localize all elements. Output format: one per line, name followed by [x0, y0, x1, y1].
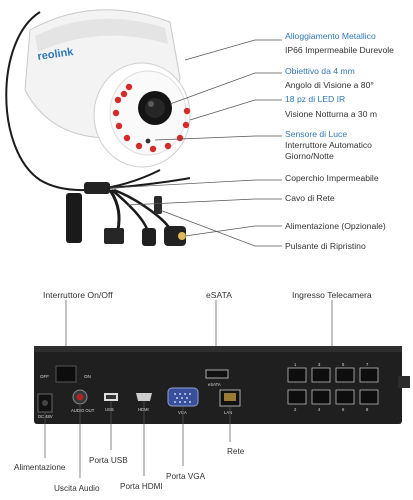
camera-cable: [5, 11, 161, 191]
panel-usb: USB: [105, 407, 114, 412]
feature-desc-housing: IP66 Impermeabile Durevole: [285, 45, 394, 55]
light-sensor: [145, 138, 151, 144]
power-switch: [55, 365, 77, 383]
feature-desc-ir-led: Visione Notturna a 30 m: [285, 109, 378, 119]
nvr-label-usb: Porta USB: [89, 456, 128, 465]
panel-lan: LAN: [224, 410, 232, 415]
panel-dc: DC 48V: [38, 414, 53, 419]
nvr-label-hdmi: Porta HDMI: [120, 482, 163, 491]
feature-title-housing: Alloggiamento Metallico: [285, 31, 376, 41]
network-connector: [104, 228, 124, 244]
poe-number-6: 6: [342, 407, 345, 412]
power-connector: [164, 226, 186, 246]
waterproof-cap: [66, 193, 82, 243]
panel-vga: VGA: [178, 410, 187, 415]
camera-illustration: reolink: [5, 9, 282, 247]
poe-number-3: 3: [318, 362, 321, 367]
nvr-label-power: Alimentazione: [14, 463, 66, 472]
poe-number-8: 8: [366, 407, 369, 412]
panel-off: OFF: [40, 374, 49, 379]
panel-hdmi: HDMI: [138, 407, 149, 412]
nvr-label-audio-out: Uscita Audio: [54, 484, 100, 493]
poe-number-5: 5: [342, 362, 345, 367]
reset-button: [154, 196, 162, 214]
nvr-label-power-switch: Interruttore On/Off: [43, 290, 113, 300]
feature-title-ir-led: 18 pz di LED IR: [285, 94, 346, 104]
panel-esata: eSATA: [208, 382, 221, 387]
nvr-label-camera-input: Ingresso Telecamera: [292, 290, 372, 300]
camera-brand: reolink: [37, 46, 75, 63]
ir-leds: [112, 83, 191, 153]
esata-port: [205, 369, 229, 379]
feature-desc-light-sensor-1: Interruttore Automatico: [285, 140, 372, 150]
feature-title-lens: Obiettivo da 4 mm: [285, 66, 355, 76]
part-waterproof-cap: Coperchio Impermeabile: [285, 173, 379, 183]
nvr-label-esata: eSATA: [206, 290, 232, 300]
nvr-label-vga: Porta VGA: [166, 472, 206, 481]
part-power: Alimentazione (Opzionale): [285, 221, 386, 231]
feature-desc-lens: Angolo di Visione a 80°: [285, 80, 374, 90]
poe-number-2: 2: [294, 407, 297, 412]
panel-audio: AUDIO OUT: [71, 408, 95, 413]
poe-ports: [287, 367, 379, 405]
nvr-label-network: Rete: [227, 447, 245, 456]
panel-on: ON: [84, 374, 91, 379]
poe-number-4: 4: [318, 407, 321, 412]
nvr-body: [34, 346, 402, 424]
poe-number-1: 1: [294, 362, 297, 367]
nvr-illustration: OFF ON DC 48V AUDIO OUT USB HDMI VGA LAN…: [34, 300, 410, 478]
poe-number-7: 7: [366, 362, 369, 367]
vga-port: [167, 387, 199, 407]
part-reset-button: Pulsante di Ripristino: [285, 241, 366, 251]
part-network-cable: Cavo di Rete: [285, 193, 335, 203]
hdmi-port: [136, 393, 152, 401]
feature-title-light-sensor: Sensore di Luce: [285, 129, 348, 139]
feature-desc-light-sensor-2: Giorno/Notte: [285, 151, 334, 161]
